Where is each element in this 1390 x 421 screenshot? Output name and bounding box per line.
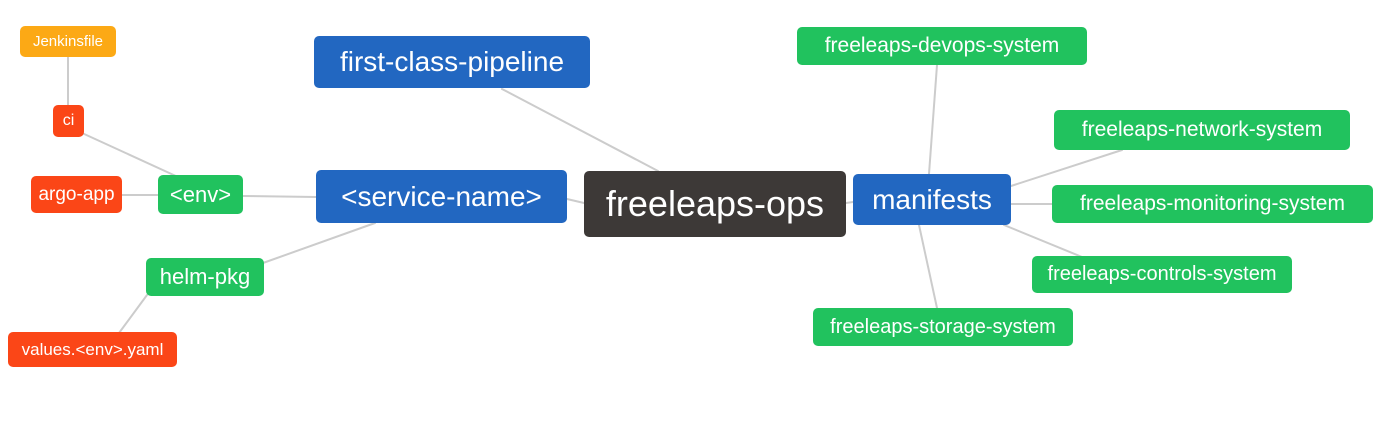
- edge-env-service-name: [242, 195, 317, 198]
- node-freeleaps-ops-root[interactable]: freeleaps-ops: [584, 171, 846, 237]
- node-manifests[interactable]: manifests: [853, 174, 1011, 225]
- node-jenkinsfile[interactable]: Jenkinsfile: [20, 26, 116, 57]
- edge-manifests-network: [1010, 149, 1123, 187]
- edge-manifests-storage: [918, 224, 938, 309]
- edge-service-freeleaps-ops: [566, 198, 585, 204]
- node-monitoring-system[interactable]: freeleaps-monitoring-system: [1052, 185, 1373, 223]
- node-network-system[interactable]: freeleaps-network-system: [1054, 110, 1350, 150]
- node-devops-system[interactable]: freeleaps-devops-system: [797, 27, 1087, 65]
- node-controls-system[interactable]: freeleaps-controls-system: [1032, 256, 1292, 293]
- edge-manifests-controls: [1003, 224, 1083, 258]
- edge-manifests-devops: [928, 64, 938, 175]
- node-helm-pkg[interactable]: helm-pkg: [146, 258, 264, 296]
- node-first-class-pipeline[interactable]: first-class-pipeline: [314, 36, 590, 88]
- node-service-name[interactable]: <service-name>: [316, 170, 567, 223]
- edge-pipeline-freeleaps-ops: [501, 88, 659, 172]
- node-ci[interactable]: ci: [53, 105, 84, 137]
- edge-freeleaps-ops-manifests: [845, 201, 854, 204]
- node-values-env-yaml[interactable]: values.<env>.yaml: [8, 332, 177, 367]
- edge-helm-pkg-values: [118, 294, 148, 334]
- node-env[interactable]: <env>: [158, 175, 243, 214]
- edge-service-name-helm-pkg: [262, 222, 376, 264]
- edge-ci-env: [81, 132, 179, 178]
- node-argo-app[interactable]: argo-app: [31, 176, 122, 213]
- node-storage-system[interactable]: freeleaps-storage-system: [813, 308, 1073, 346]
